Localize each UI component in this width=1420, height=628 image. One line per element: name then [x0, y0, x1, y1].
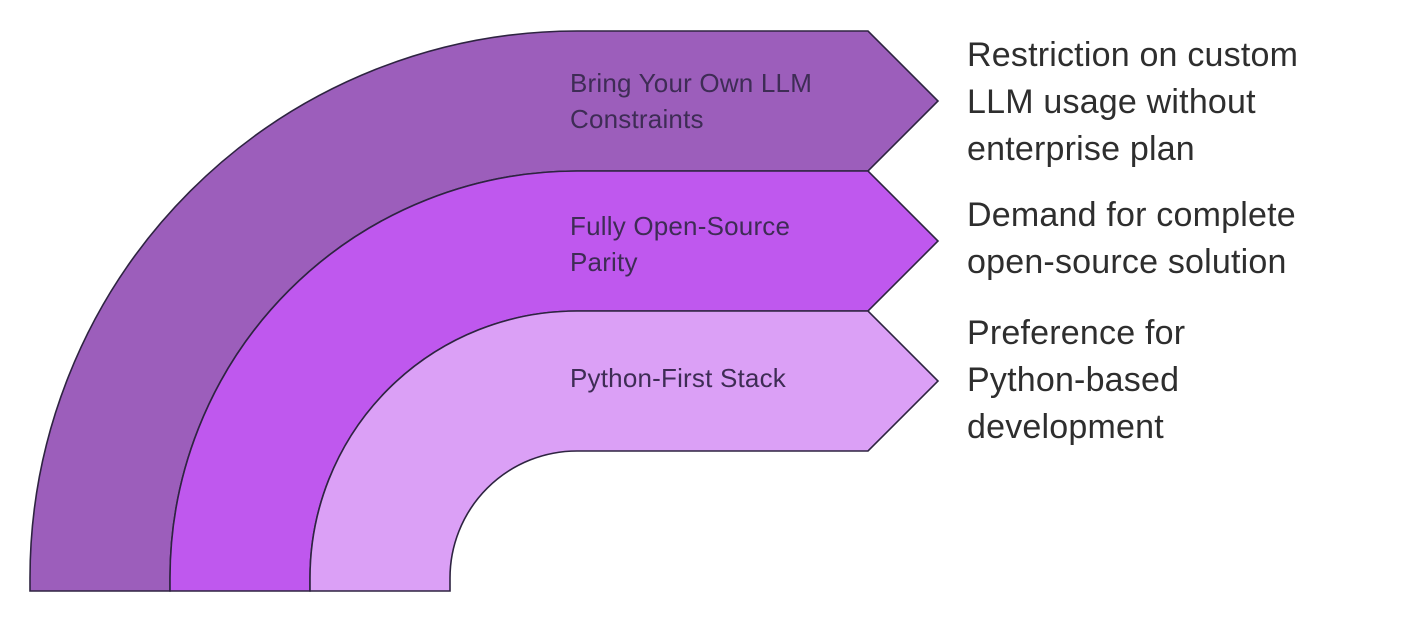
band-description-python-first: Preference for Python-based development [967, 314, 1186, 446]
band-description-fully-open-source: Demand for complete open-source solution [967, 196, 1296, 281]
funnel-bands-graphic [29, 30, 940, 592]
band-arrow-shape-3 [309, 310, 940, 592]
band-label-python-first: Python-First Stack [570, 363, 786, 393]
band-label-bring-your-own-llm: Bring Your Own LLM Constraints [570, 68, 813, 134]
band-label-fully-open-source: Fully Open-Source Parity [570, 211, 791, 277]
band-description-bring-your-own-llm: Restriction on custom LLM usage without … [967, 36, 1299, 168]
